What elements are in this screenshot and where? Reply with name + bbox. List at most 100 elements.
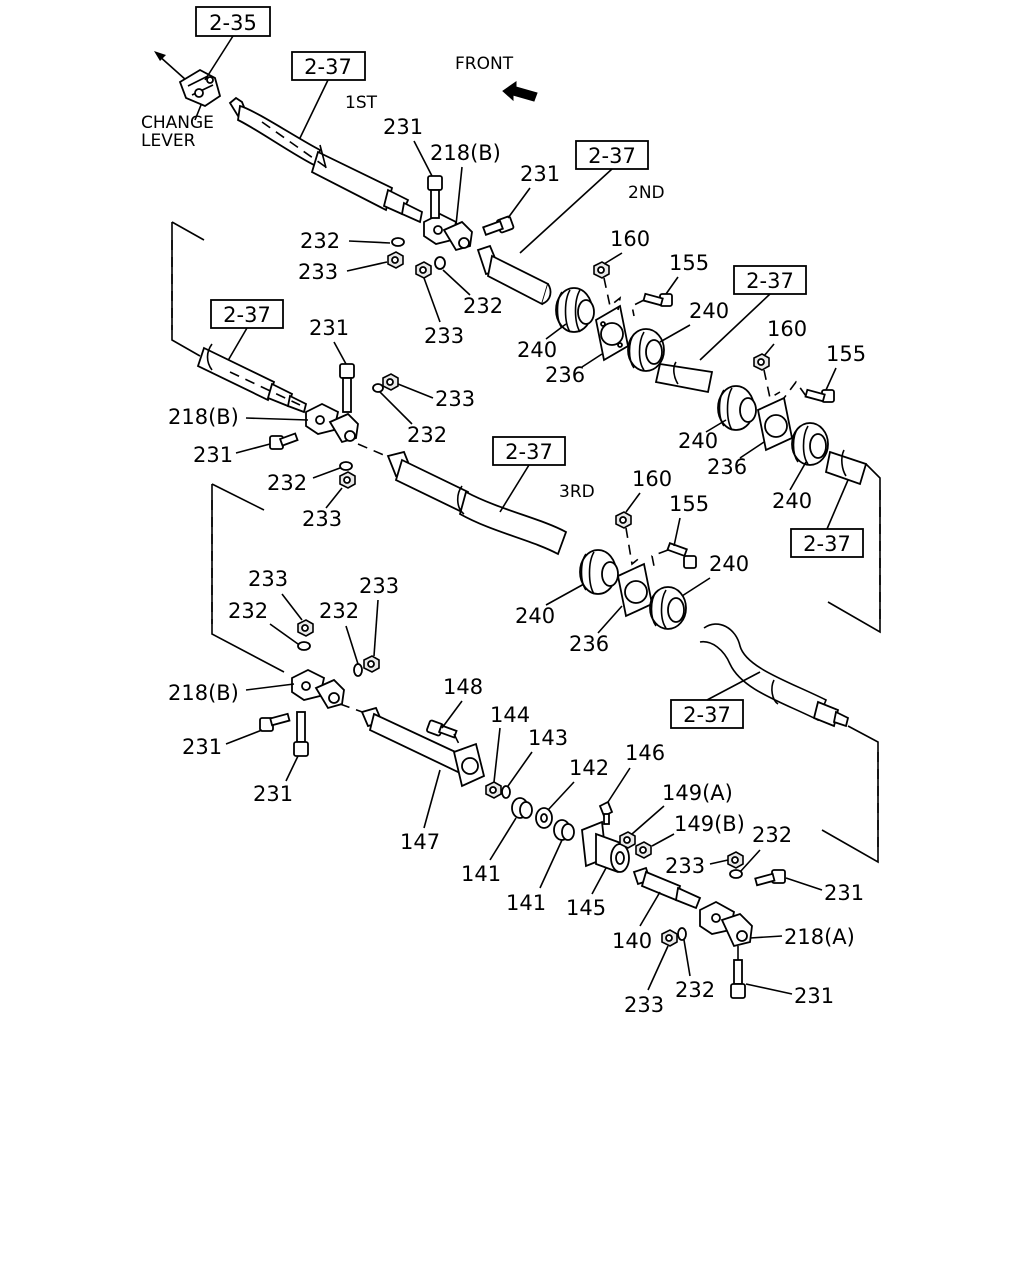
bushing-141-a — [511, 797, 533, 819]
leader-232-h — [683, 939, 691, 977]
label-236-c: 236 — [569, 632, 609, 656]
nut-160-a — [593, 261, 610, 279]
leader-218a — [749, 935, 783, 939]
leader-144 — [493, 727, 501, 783]
leader-155-a — [665, 276, 679, 295]
leader-233-c — [397, 383, 434, 399]
dash-155-c — [651, 549, 669, 567]
label-232-c: 232 — [407, 423, 447, 447]
bolt-231-g — [754, 869, 786, 887]
bracket-236-c — [616, 562, 654, 618]
front-arrow-icon — [502, 81, 538, 102]
leader-231-f — [285, 755, 299, 782]
label-160-b: 160 — [767, 317, 807, 341]
nut-160-b — [753, 353, 770, 371]
label-233-f: 233 — [359, 574, 399, 598]
leader-232-e — [269, 623, 299, 645]
washer-232-f — [353, 663, 363, 677]
dash-148 — [453, 733, 463, 751]
joint-2nd-3rd — [305, 402, 359, 444]
bolt-148 — [426, 719, 458, 739]
ref-box-2-37-lower-right[interactable]: 2-37 — [790, 528, 864, 558]
ref-box-2-37-left-text: 2-37 — [223, 303, 271, 327]
bolt-231-f — [293, 711, 309, 757]
leader-233-b — [423, 277, 441, 323]
label-149b: 149(B) — [674, 812, 745, 836]
ref-box-2-37-2nd[interactable]: 2-37 — [575, 140, 649, 170]
leader-143 — [507, 751, 533, 787]
leader-240-e — [545, 583, 585, 606]
label-143: 143 — [528, 726, 568, 750]
gear-2nd-label: 2ND — [628, 183, 665, 203]
label-240-b: 240 — [689, 299, 729, 323]
bolt-155-b — [804, 388, 835, 403]
leader-240-f — [681, 577, 711, 597]
label-232-h: 232 — [675, 978, 715, 1002]
leader-148 — [441, 700, 463, 729]
ref-2-37-top-leader — [299, 79, 329, 139]
leader-231-a — [413, 140, 433, 177]
nut-233-d — [339, 471, 356, 489]
bolt-231-h — [730, 959, 746, 999]
leader-231-g — [785, 877, 823, 891]
washer-232-c — [372, 383, 384, 393]
leader-240-b — [659, 324, 691, 343]
rod-left-centerline — [229, 371, 301, 406]
rod-left-stub — [196, 343, 308, 414]
dash-160-a — [603, 277, 622, 311]
bolt-231-d — [269, 432, 299, 450]
bolt-155-a — [642, 292, 673, 307]
ref-box-2-37-left[interactable]: 2-37 — [210, 299, 284, 329]
ref-box-2-35-text: 2-35 — [209, 11, 257, 35]
joint-lower — [291, 668, 345, 710]
label-240-f: 240 — [709, 552, 749, 576]
joint-1st — [423, 212, 473, 252]
nut-233-f — [363, 655, 380, 673]
change-lever-label-1: CHANGE — [141, 113, 214, 133]
leader-236-c — [597, 605, 623, 634]
washer-232-h — [677, 927, 687, 941]
grommet-240-c — [717, 385, 757, 431]
leader-218b-a — [455, 166, 463, 226]
label-218a: 218(A) — [784, 925, 855, 949]
leader-141-b — [539, 839, 563, 889]
leader-231-c — [333, 341, 347, 365]
ref-2-37-3rd-leader — [499, 464, 530, 513]
label-231-a: 231 — [383, 115, 423, 139]
ref-box-2-37-bottom-text: 2-37 — [683, 703, 731, 727]
housing-145 — [581, 820, 630, 873]
label-147: 147 — [400, 830, 440, 854]
joint-218a — [699, 900, 753, 948]
leader-160-a — [603, 252, 623, 265]
label-146: 146 — [625, 741, 665, 765]
ref-box-2-37-3rd[interactable]: 2-37 — [492, 436, 566, 466]
label-232-f: 232 — [319, 599, 359, 623]
gear-1st-label: 1ST — [345, 93, 378, 113]
leader-233-g — [709, 859, 729, 865]
bolt-231-a — [427, 175, 443, 219]
ref-box-2-35[interactable]: 2-35 — [195, 6, 271, 37]
bolt-155-c — [666, 542, 697, 569]
leader-236-b — [739, 441, 765, 459]
ref-box-2-37-bottom[interactable]: 2-37 — [670, 699, 744, 729]
label-240-e: 240 — [515, 604, 555, 628]
ref-box-2-37-right[interactable]: 2-37 — [733, 265, 807, 295]
dash-160-c — [625, 527, 643, 566]
label-233-d: 233 — [302, 507, 342, 531]
nut-233-g — [727, 851, 744, 869]
ref-2-37-lower-right-leader — [826, 479, 849, 530]
rod-1st — [228, 96, 424, 224]
washer-232-a — [391, 237, 405, 247]
leader-231-h — [745, 983, 793, 995]
leader-240-c — [705, 419, 727, 433]
label-141-a: 141 — [461, 862, 501, 886]
front-label: FRONT — [455, 54, 514, 74]
leader-231-d — [235, 443, 271, 454]
label-240-c: 240 — [678, 429, 718, 453]
ref-box-2-37-top[interactable]: 2-37 — [291, 51, 366, 81]
leader-232-c — [379, 391, 413, 425]
rod-3rd — [386, 450, 568, 556]
bushing-141-b — [553, 819, 575, 841]
label-236-b: 236 — [707, 455, 747, 479]
